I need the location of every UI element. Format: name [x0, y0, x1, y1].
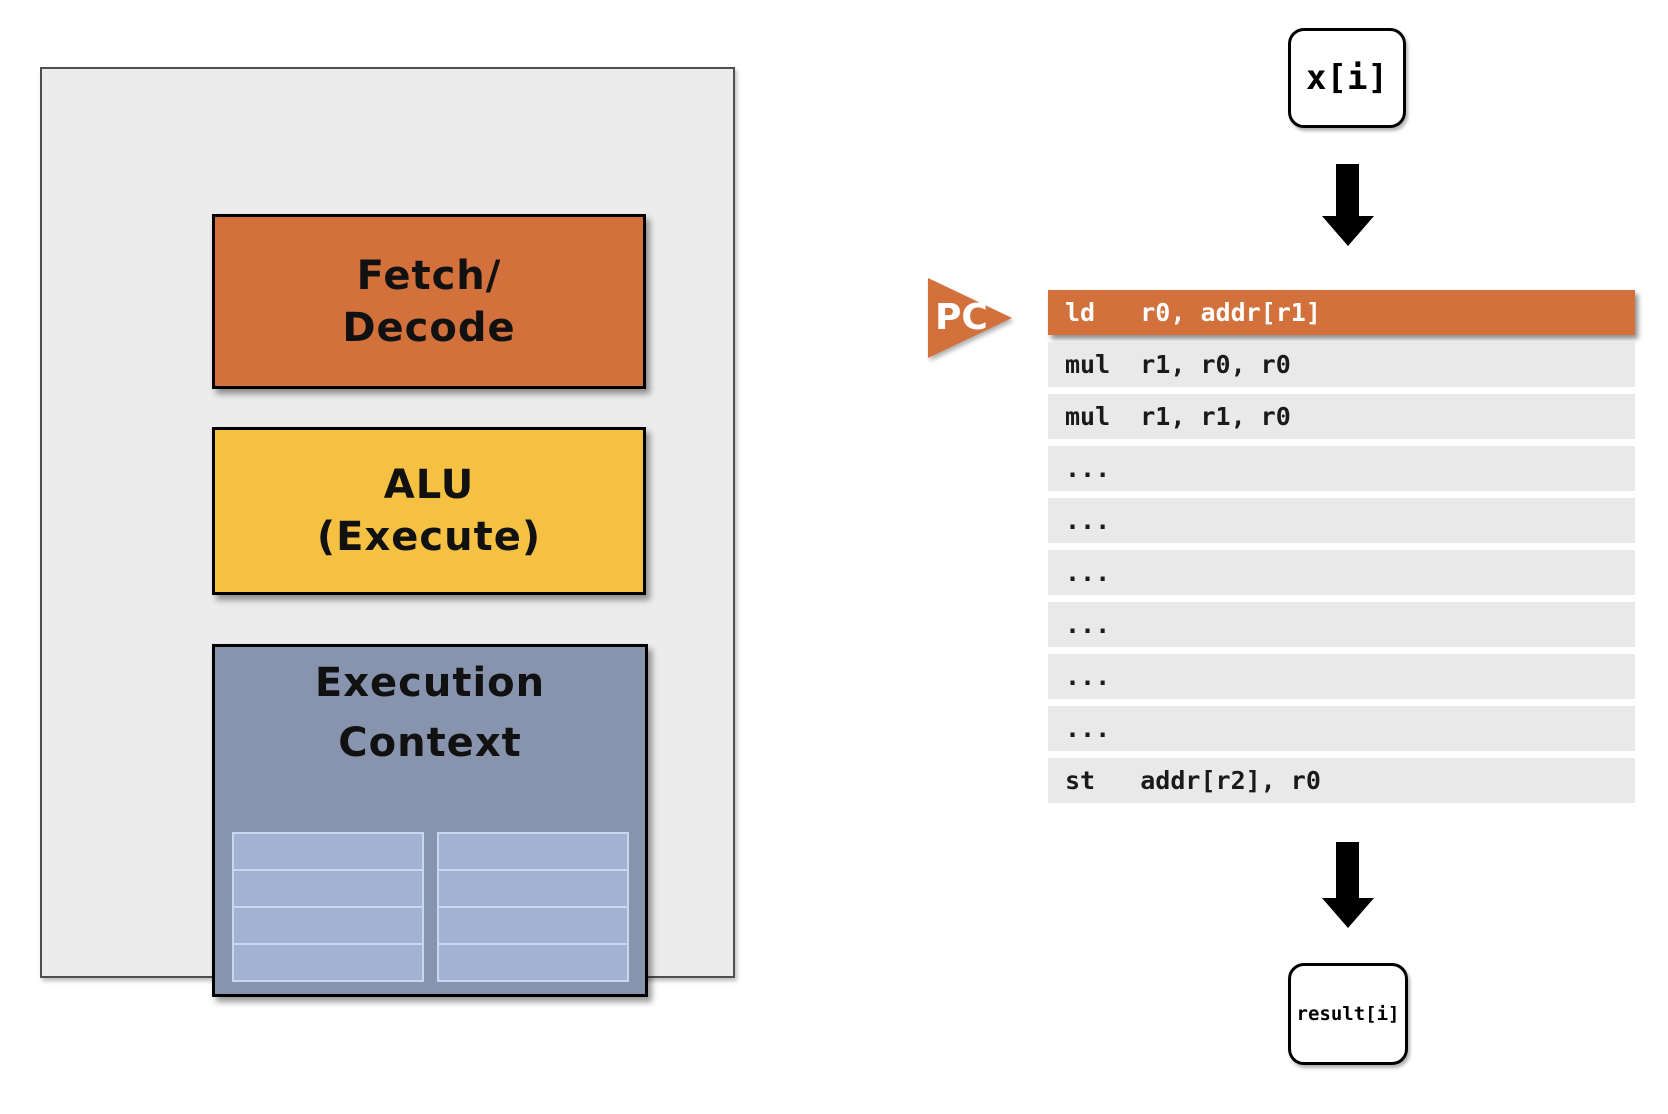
register-row	[439, 945, 627, 980]
execution-context-label-line1: Execution	[314, 660, 546, 706]
instruction-row: ...	[1048, 602, 1635, 647]
instruction-row: mul r1, r1, r0	[1048, 394, 1635, 439]
register-row	[439, 871, 627, 908]
execution-context-block: Execution Context	[212, 644, 648, 997]
flow-arrow-top-stem	[1336, 164, 1359, 218]
fetch-decode-block: Fetch/ Decode	[212, 214, 646, 389]
flow-arrow-top-head-icon	[1322, 216, 1374, 246]
instruction-row: ...	[1048, 498, 1635, 543]
alu-label-line1: ALU	[383, 462, 475, 508]
pc-triangle-icon	[928, 278, 1012, 358]
result-node: result[i]	[1288, 963, 1408, 1065]
instruction-row: ...	[1048, 654, 1635, 699]
instruction-row: ...	[1048, 446, 1635, 491]
register-grid-left	[232, 832, 424, 982]
alu-label-line2: (Execute)	[316, 514, 542, 560]
register-row	[439, 908, 627, 945]
register-row	[439, 834, 627, 871]
flow-arrow-bottom-head-icon	[1322, 898, 1374, 928]
instruction-row: st addr[r2], r0	[1048, 758, 1635, 803]
register-row	[234, 871, 422, 908]
instruction-row-current: ld r0, addr[r1]	[1048, 290, 1635, 335]
input-node: x[i]	[1288, 28, 1406, 128]
instruction-list: ld r0, addr[r1] mul r1, r0, r0 mul r1, r1,…	[1048, 290, 1635, 810]
result-node-label: result[i]	[1296, 1003, 1400, 1025]
alu-execute-block: ALU (Execute)	[212, 427, 646, 595]
pc-pointer: PC	[928, 278, 1018, 358]
instruction-row: mul r1, r0, r0	[1048, 342, 1635, 387]
processor-core-panel: Fetch/ Decode ALU (Execute) Execution Co…	[40, 67, 735, 997]
register-row	[234, 908, 422, 945]
fetch-decode-label-line2: Decode	[342, 304, 516, 351]
instruction-row: ...	[1048, 550, 1635, 595]
pc-label: PC	[935, 297, 988, 338]
execution-context-label: Execution Context	[215, 653, 645, 773]
fetch-decode-label-line1: Fetch/	[356, 252, 502, 299]
register-row	[234, 834, 422, 871]
register-row	[234, 945, 422, 980]
flow-arrow-bottom-stem	[1336, 842, 1359, 900]
execution-context-label-line2: Context	[338, 720, 522, 766]
instruction-row: ...	[1048, 706, 1635, 751]
input-node-label: x[i]	[1306, 58, 1388, 98]
register-grid-right	[437, 832, 629, 982]
